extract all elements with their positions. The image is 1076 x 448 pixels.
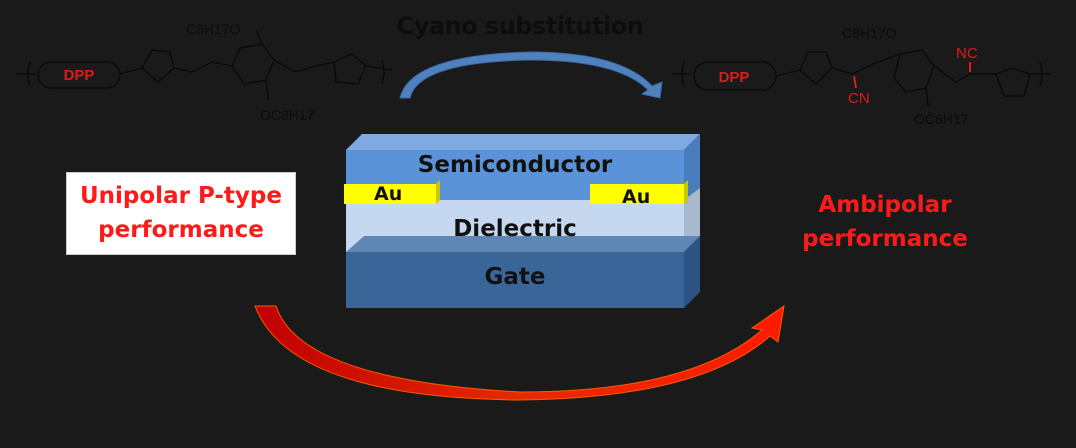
right-cyano-bond-1 (853, 75, 857, 89)
left-substituent-bottom: OC8H17 (260, 107, 315, 123)
ambipolar-line-2: performance (802, 226, 968, 252)
ambipolar-line-1: Ambipolar (818, 192, 952, 218)
unipolar-line-1: Unipolar P-type (79, 183, 282, 209)
dielectric-label: Dielectric (453, 216, 577, 242)
right-polymer-structure (672, 49, 1050, 107)
gate-top-face (346, 236, 700, 252)
right-cyano-label-1: CN (848, 90, 870, 107)
cyano-substitution-arrow (399, 51, 663, 99)
gate-layer (346, 252, 684, 308)
gate-side-face (684, 236, 700, 308)
semiconductor-label: Semiconductor (417, 152, 613, 178)
au-electrode-left (344, 184, 436, 204)
performance-change-arrow (254, 304, 785, 401)
gate-label: Gate (484, 264, 546, 290)
unipolar-performance-box: Unipolar P-type performance (66, 172, 296, 255)
cyano-substitution-title: Cyano substitution (396, 12, 644, 40)
au-electrode-right (590, 184, 684, 204)
right-substituent-top: C8H17O (842, 25, 897, 41)
unipolar-line-2: performance (98, 217, 264, 243)
ambipolar-performance-label: Ambipolar performance (790, 188, 980, 256)
left-dpp-label: DPP (64, 67, 95, 84)
au-left-label: Au (374, 183, 403, 205)
au-right-label: Au (622, 186, 651, 208)
left-substituent-top: C8H17O (186, 21, 241, 37)
right-cyano-label-2: NC (956, 45, 978, 62)
left-polymer-structure (16, 29, 393, 101)
semiconductor-top-face (346, 134, 700, 150)
right-dpp-label: DPP (719, 69, 750, 86)
right-substituent-bottom: OC8H17 (914, 111, 969, 127)
